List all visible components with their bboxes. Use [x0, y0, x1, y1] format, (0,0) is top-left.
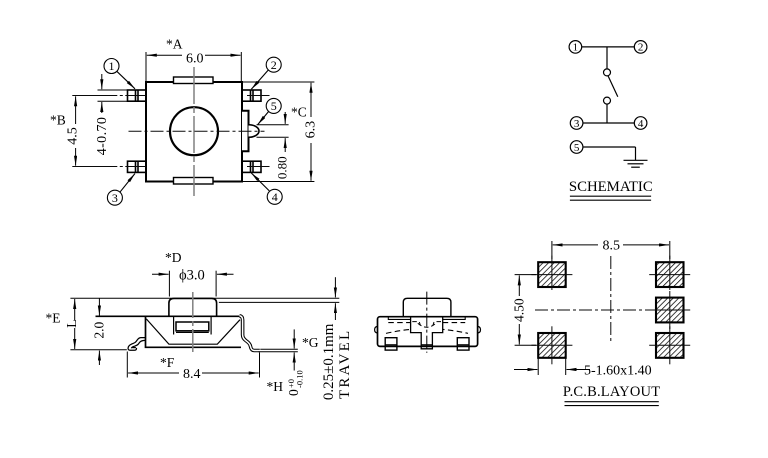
svg-text:ϕ3.0: ϕ3.0	[179, 267, 205, 283]
svg-text:4: 4	[272, 190, 278, 204]
svg-text:*C: *C	[291, 105, 307, 120]
svg-text:5: 5	[574, 142, 580, 154]
svg-text:*E: *E	[46, 311, 61, 326]
svg-text:-0.10: -0.10	[295, 370, 305, 388]
svg-text:5-1.60x1.40: 5-1.60x1.40	[584, 363, 652, 378]
svg-text:+0: +0	[286, 379, 296, 388]
svg-text:1: 1	[573, 42, 579, 54]
svg-text:8.4: 8.4	[183, 367, 201, 382]
svg-text:TRAVEL: TRAVEL	[337, 329, 353, 399]
svg-text:6.0: 6.0	[186, 52, 204, 67]
svg-text:2.0: 2.0	[92, 322, 107, 339]
svg-text:5: 5	[271, 99, 277, 113]
svg-text:0: 0	[286, 389, 301, 396]
svg-text:P.C.B.LAYOUT: P.C.B.LAYOUT	[563, 384, 660, 400]
svg-text:1: 1	[109, 59, 115, 73]
svg-text:8.5: 8.5	[603, 239, 621, 254]
svg-text:4-0.70: 4-0.70	[95, 117, 110, 156]
svg-text:*G: *G	[302, 335, 319, 350]
svg-text:4: 4	[638, 118, 644, 130]
svg-text:*H: *H	[267, 379, 284, 394]
svg-text:*D: *D	[165, 250, 182, 265]
svg-text:0.80: 0.80	[275, 156, 290, 179]
svg-text:L: L	[65, 319, 80, 328]
svg-text:4.5: 4.5	[66, 127, 81, 145]
svg-text:*B: *B	[50, 113, 66, 128]
svg-text:3: 3	[112, 191, 118, 205]
svg-text:3: 3	[574, 118, 580, 130]
svg-text:4.50: 4.50	[512, 298, 527, 322]
svg-text:SCHEMATIC: SCHEMATIC	[569, 179, 653, 195]
svg-text:0.25±0.1mm: 0.25±0.1mm	[321, 323, 337, 400]
svg-text:*F: *F	[160, 355, 175, 370]
svg-text:6.3: 6.3	[304, 121, 319, 139]
svg-text:*A: *A	[166, 37, 183, 52]
svg-text:2: 2	[271, 58, 277, 72]
svg-text:2: 2	[638, 42, 644, 54]
